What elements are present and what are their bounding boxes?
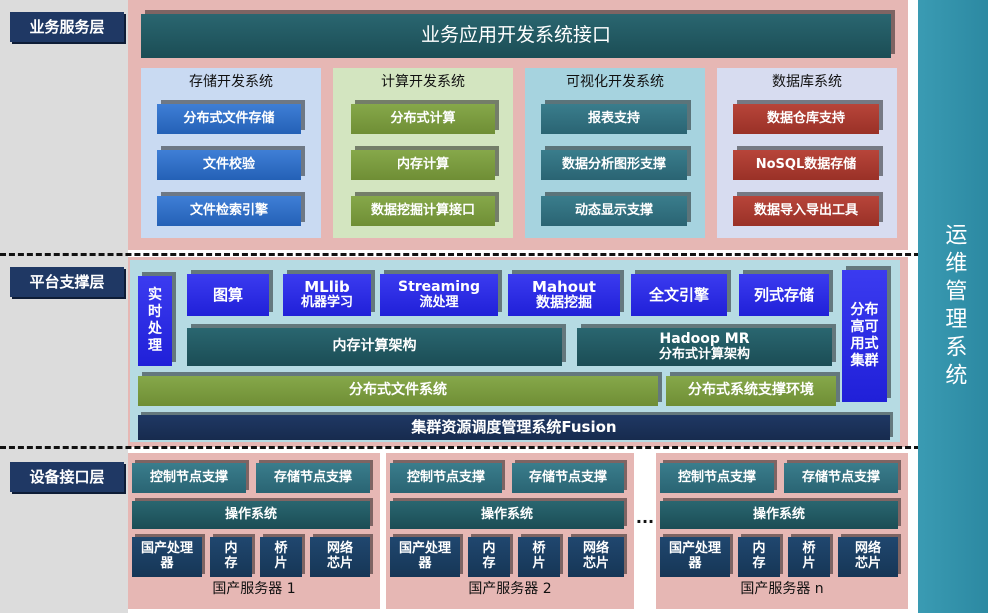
server-2-cpu-label: 国产处理器 xyxy=(398,541,451,571)
compute-item-2: 内存计算 xyxy=(351,150,495,180)
server-1-label: 国产服务器 1 xyxy=(212,581,296,598)
business-app-interface-bar: 业务应用开发系统接口 xyxy=(141,14,891,58)
module-column-storage: 列式存储 xyxy=(739,274,829,316)
storage-item-3: 文件检索引擎 xyxy=(157,196,301,226)
server-n-network: 网络芯片 xyxy=(838,537,898,577)
hadoop-mr-box: Hadoop MR 分布式计算架构 xyxy=(577,328,832,366)
server-1-memory: 内存 xyxy=(210,537,252,577)
module-mahout-line2: 数据挖掘 xyxy=(536,294,592,311)
compute-item-1: 分布式计算 xyxy=(351,104,495,134)
server-n-label: 国产服务器 n xyxy=(740,581,824,598)
module-mahout: Mahout 数据挖掘 xyxy=(508,274,620,316)
layer-divider-1 xyxy=(0,253,920,256)
fusion-scheduler-bar: 集群资源调度管理系统Fusion xyxy=(138,415,890,440)
server-2-memory-label: 内存 xyxy=(482,541,496,571)
database-item-3: 数据导入导出工具 xyxy=(733,196,879,226)
server-1-control-node: 控制节点支撑 xyxy=(132,463,246,493)
server-n-os: 操作系统 xyxy=(660,501,898,529)
server-1-storage-node: 存储节点支撑 xyxy=(256,463,370,493)
visual-item-2: 数据分析图形支撑 xyxy=(541,150,687,180)
realtime-processing-box: 实时处理 xyxy=(138,276,172,366)
ops-management-bar: 运维管理系统 xyxy=(918,0,988,613)
layer-label-column xyxy=(0,0,128,613)
server-2-cpu: 国产处理器 xyxy=(390,537,460,577)
database-item-2: NoSQL数据存储 xyxy=(733,150,879,180)
servers-ellipsis: ... xyxy=(635,508,655,528)
storage-dev-title: 存储开发系统 xyxy=(189,74,273,91)
server-1-bridge: 桥片 xyxy=(260,537,302,577)
module-streaming: Streaming 流处理 xyxy=(380,274,498,316)
server-2-bridge-label: 桥片 xyxy=(532,541,546,571)
server-n-cpu: 国产处理器 xyxy=(660,537,730,577)
ops-management-label: 运维管理系统 xyxy=(941,222,967,391)
server-1-cpu-label: 国产处理器 xyxy=(140,541,193,571)
server-2-network: 网络芯片 xyxy=(568,537,624,577)
server-n-network-label: 网络芯片 xyxy=(854,541,881,571)
layer-divider-2 xyxy=(0,446,920,449)
database-title: 数据库系统 xyxy=(772,74,842,91)
server-n-cpu-label: 国产处理器 xyxy=(668,541,721,571)
server-2-network-label: 网络芯片 xyxy=(582,541,609,571)
layer-label-business: 业务服务层 xyxy=(10,12,124,42)
module-graph: 图算 xyxy=(187,274,269,316)
hadoop-mr-line2: 分布式计算架构 xyxy=(658,346,750,362)
storage-item-2: 文件校验 xyxy=(157,150,301,180)
server-2-control-node: 控制节点支撑 xyxy=(390,463,502,493)
distributed-file-system: 分布式文件系统 xyxy=(138,376,658,406)
server-1-cpu: 国产处理器 xyxy=(132,537,202,577)
server-1-network-label: 网络芯片 xyxy=(326,541,353,571)
module-streaming-line1: Streaming xyxy=(398,278,480,295)
layer-label-platform: 平台支撑层 xyxy=(10,267,124,297)
server-n-memory-label: 内存 xyxy=(752,541,766,571)
server-2-storage-node: 存储节点支撑 xyxy=(512,463,624,493)
module-mllib-line2: 机器学习 xyxy=(300,295,353,311)
module-mllib-line1: MLlib xyxy=(304,278,350,297)
memory-compute-arch: 内存计算架构 xyxy=(187,328,562,366)
visual-dev-title: 可视化开发系统 xyxy=(566,74,664,91)
server-2-label: 国产服务器 2 xyxy=(468,581,552,598)
server-2-bridge: 桥片 xyxy=(518,537,560,577)
cluster-ha-box: 分布高可用式集群 xyxy=(842,270,887,402)
server-2-memory: 内存 xyxy=(468,537,510,577)
server-n-storage-node: 存储节点支撑 xyxy=(784,463,898,493)
server-n-control-node: 控制节点支撑 xyxy=(660,463,774,493)
module-mllib: MLlib 机器学习 xyxy=(283,274,371,316)
distributed-system-env: 分布式系统支撑环境 xyxy=(666,376,836,406)
storage-item-1: 分布式文件存储 xyxy=(157,104,301,134)
server-1-os: 操作系统 xyxy=(132,501,370,529)
server-n-bridge: 桥片 xyxy=(788,537,830,577)
server-2-os: 操作系统 xyxy=(390,501,624,529)
visual-item-3: 动态显示支撑 xyxy=(541,196,687,226)
server-n-memory: 内存 xyxy=(738,537,780,577)
compute-dev-title: 计算开发系统 xyxy=(381,74,465,91)
module-streaming-line2: 流处理 xyxy=(419,294,459,310)
module-mahout-line1: Mahout xyxy=(532,277,596,296)
server-1-memory-label: 内存 xyxy=(224,541,238,571)
module-fulltext-engine: 全文引擎 xyxy=(631,274,727,316)
server-1-network: 网络芯片 xyxy=(310,537,370,577)
database-item-1: 数据仓库支持 xyxy=(733,104,879,134)
visual-item-1: 报表支持 xyxy=(541,104,687,134)
layer-label-device: 设备接口层 xyxy=(10,462,124,492)
realtime-processing-label: 实时处理 xyxy=(148,287,162,354)
server-1-bridge-label: 桥片 xyxy=(274,541,288,571)
server-n-bridge-label: 桥片 xyxy=(802,541,816,571)
compute-item-3: 数据挖掘计算接口 xyxy=(351,196,495,226)
hadoop-mr-line1: Hadoop MR xyxy=(659,330,750,347)
cluster-ha-label: 分布高可用式集群 xyxy=(850,302,879,369)
